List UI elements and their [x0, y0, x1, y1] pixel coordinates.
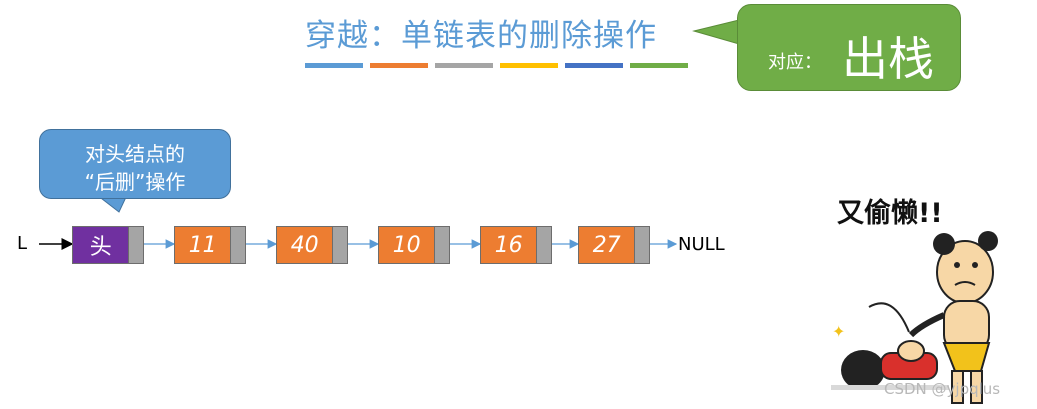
list-node-1: 11 [174, 226, 246, 264]
color-bar-2 [370, 63, 428, 68]
page-title: 穿越：单链表的删除操作 [305, 18, 657, 54]
node-next [434, 227, 449, 263]
color-bar-6 [630, 63, 688, 68]
node-next [230, 227, 245, 263]
callout-line-2: “后删”操作 [84, 170, 186, 194]
list-node-5: 27 [578, 226, 650, 264]
watermark: CSDN @yjpqlus [884, 380, 1001, 398]
head-node-data: 头 [73, 227, 129, 263]
list-node-3: 10 [378, 226, 450, 264]
node-value: 27 [579, 227, 635, 263]
blue-callout-tail [96, 195, 128, 213]
blue-callout: 对头结点的 “后删”操作 [39, 129, 231, 199]
callout-line-1: 对头结点的 [85, 142, 185, 166]
green-callout: 对应： 出栈 [737, 4, 961, 91]
node-value: 10 [379, 227, 435, 263]
node-value: 40 [277, 227, 333, 263]
meme-caption: 又偷懒!! [837, 197, 943, 229]
node-next [634, 227, 649, 263]
node-value: 16 [481, 227, 537, 263]
node-next [332, 227, 347, 263]
callout-label-corresponds: 对应： [768, 52, 822, 73]
head-node-next [128, 227, 143, 263]
list-node-2: 40 [276, 226, 348, 264]
color-bar-5 [565, 63, 623, 68]
list-pointer-label: L [17, 233, 28, 254]
node-next [536, 227, 551, 263]
node-value: 11 [175, 227, 231, 263]
list-node-4: 16 [480, 226, 552, 264]
color-bar-1 [305, 63, 363, 68]
callout-label-pop: 出栈 [842, 32, 934, 86]
color-bar-4 [500, 63, 558, 68]
head-node: 头 [72, 226, 144, 264]
meme-illustration: 又偷懒!! ✦ [831, 197, 998, 404]
color-bar-3 [435, 63, 493, 68]
svg-text:✦: ✦ [832, 322, 845, 341]
list-null-label: NULL [678, 234, 725, 255]
